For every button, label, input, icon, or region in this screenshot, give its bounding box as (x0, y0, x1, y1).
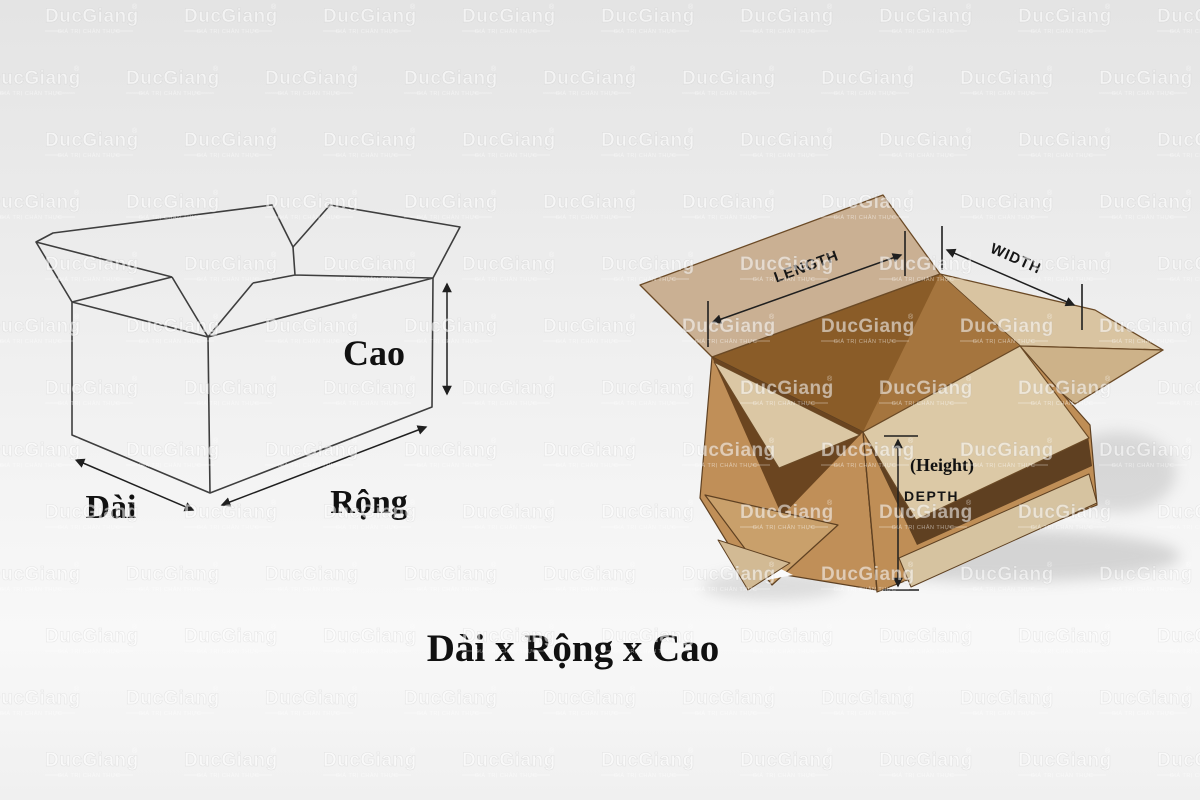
box-dimensions-diagram: DucGiang ® GIÁ TRỊ CHÂN THỰC DucGiang ® … (0, 0, 1200, 800)
watermark-layer (0, 0, 1200, 800)
